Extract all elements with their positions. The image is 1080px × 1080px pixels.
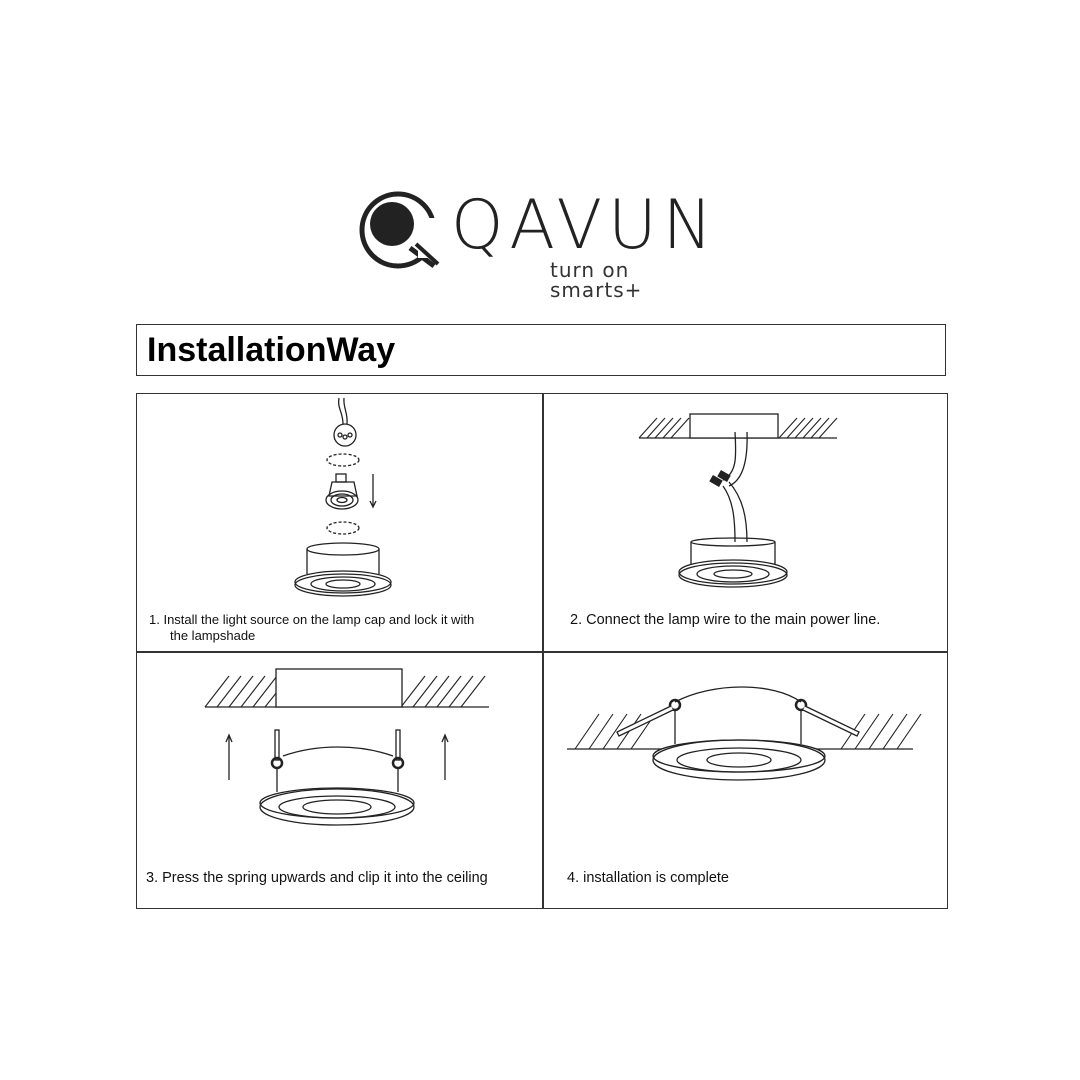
step-4-panel: 4. installation is complete [543,652,948,909]
step-1-panel: 1. Install the light source on the lamp … [137,394,542,651]
step-1-caption-line2: the lampshade [170,628,256,643]
step-1-caption: 1. Install the light source on the lamp … [149,612,509,644]
step-3-panel: 3. Press the spring upwards and clip it … [137,652,542,909]
title-bar: InstallationWay [136,324,946,376]
q-circle-logo-icon [359,191,444,269]
wire-connection-icon [638,413,838,588]
step-3-caption: 3. Press the spring upwards and clip it … [146,870,488,886]
page-title: InstallationWay [147,331,396,369]
brand-tagline: turn on smarts+ [550,258,643,302]
step-4-caption: 4. installation is complete [567,870,729,886]
brand-logo: QAVUN turn on smarts+ [358,186,719,300]
step-1-caption-line1: 1. Install the light source on the lamp … [149,612,475,627]
step-2-caption: 2. Connect the lamp wire to the main pow… [570,612,881,628]
grid-divider-horizontal [137,651,947,653]
installation-steps-grid: 1. Install the light source on the lamp … [136,393,948,909]
spring-clip-insert-icon [204,668,489,826]
exploded-bulb-lamp-icon [294,397,392,597]
brand-name: QAVUN [451,186,719,265]
installed-downlight-icon [567,686,922,781]
step-2-panel: 2. Connect the lamp wire to the main pow… [543,394,948,651]
